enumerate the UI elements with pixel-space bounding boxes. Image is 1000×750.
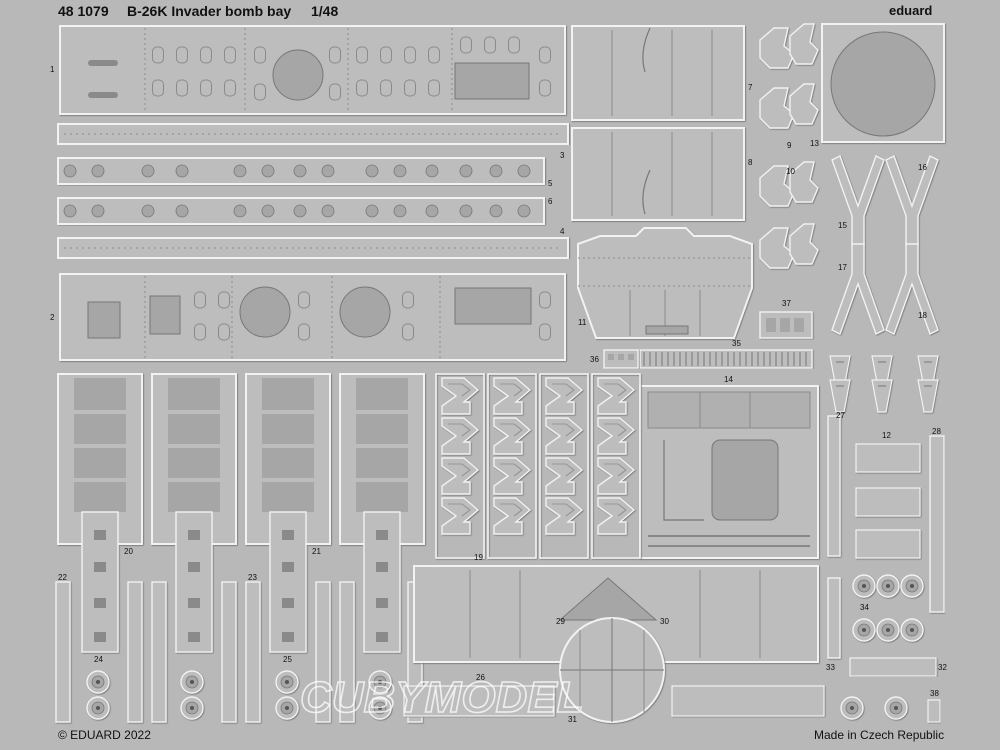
part-6-bolt-rail [57,197,545,225]
part-number-15: 15 [838,221,847,230]
part-number-9: 9 [787,141,792,150]
part-number-24: 24 [94,655,103,664]
part-number-20: 20 [124,547,133,556]
set-title: B-26K Invader bomb bay [127,3,292,19]
part-number-27: 27 [836,411,845,420]
part-number-12: 12 [882,431,891,440]
part-13-round-plate [821,23,945,143]
part-number-37: 37 [782,299,791,308]
part-2-bomb-bay-wall [59,273,566,361]
parts-27-brackets [829,355,939,413]
parts-12-small-brackets [855,443,921,559]
parts-26-link-chains [403,685,825,717]
part-number-25: 25 [283,655,292,664]
part-number-35: 35 [732,339,741,348]
catalog-number: 48 1079 [58,3,109,19]
parts-22-23-strips [55,415,841,723]
part-number-2: 2 [50,313,55,322]
part-31-round-hatch [559,617,665,723]
part-1-bomb-bay-wall [59,25,566,115]
scale-label: 1/48 [311,3,339,19]
part-38-tab [927,699,941,723]
part-number-3: 3 [560,151,565,160]
part-number-29: 29 [556,617,565,626]
part-number-28: 28 [932,427,941,436]
part-number-21: 21 [312,547,321,556]
part-number-33: 33 [826,663,835,672]
part-number-7: 7 [748,83,753,92]
part-number-34: 34 [860,603,869,612]
part-number-6: 6 [548,197,553,206]
parts-10-clips [759,161,819,269]
part-35-comb-strip [639,349,813,369]
part-number-8: 8 [748,158,753,167]
part-4-strip [57,237,569,259]
part-number-13: 13 [810,139,819,148]
part-number-1: 1 [50,65,55,74]
part-8-bay-door [571,127,745,221]
part-5-bolt-rail [57,157,545,185]
brand-logo: eduard [889,3,933,18]
part-number-38: 38 [930,689,939,698]
part-number-14: 14 [724,375,733,384]
parts-15-18-y-braces [831,155,939,335]
part-number-5: 5 [548,179,553,188]
parts-20-21-bomb-racks [57,373,425,653]
part-number-17: 17 [838,263,847,272]
part-11-bulkhead [577,227,753,339]
part-28-long-strip [929,435,945,613]
part-32-strip [849,657,937,677]
part-number-11: 11 [578,318,587,327]
part-number-32: 32 [938,663,947,672]
parts-9-clips [759,23,819,129]
part-number-10: 10 [786,167,795,176]
part-14-equipment-panel [639,385,819,559]
part-37-grille [759,311,813,339]
part-number-4: 4 [560,227,565,236]
part-number-31: 31 [568,715,577,724]
part-number-26: 26 [476,673,485,682]
part-number-30: 30 [660,617,669,626]
part-7-bay-door [571,25,745,121]
part-number-22: 22 [58,573,67,582]
origin-label: Made in Czech Republic [814,728,945,742]
watermark-text: CUBYMODEL [300,673,584,722]
part-number-16: 16 [918,163,927,172]
part-3-strip [57,123,569,145]
part-number-labels: 1 2 3 4 5 6 7 8 9 10 11 12 13 14 15 16 1… [50,65,947,724]
copyright-label: © EDUARD 2022 [58,728,151,742]
part-number-23: 23 [248,573,257,582]
parts-19-clip-columns [435,373,641,559]
part-number-19: 19 [474,553,483,562]
part-36-tabs [603,349,639,369]
part-number-18: 18 [918,311,927,320]
part-number-36: 36 [590,355,599,364]
